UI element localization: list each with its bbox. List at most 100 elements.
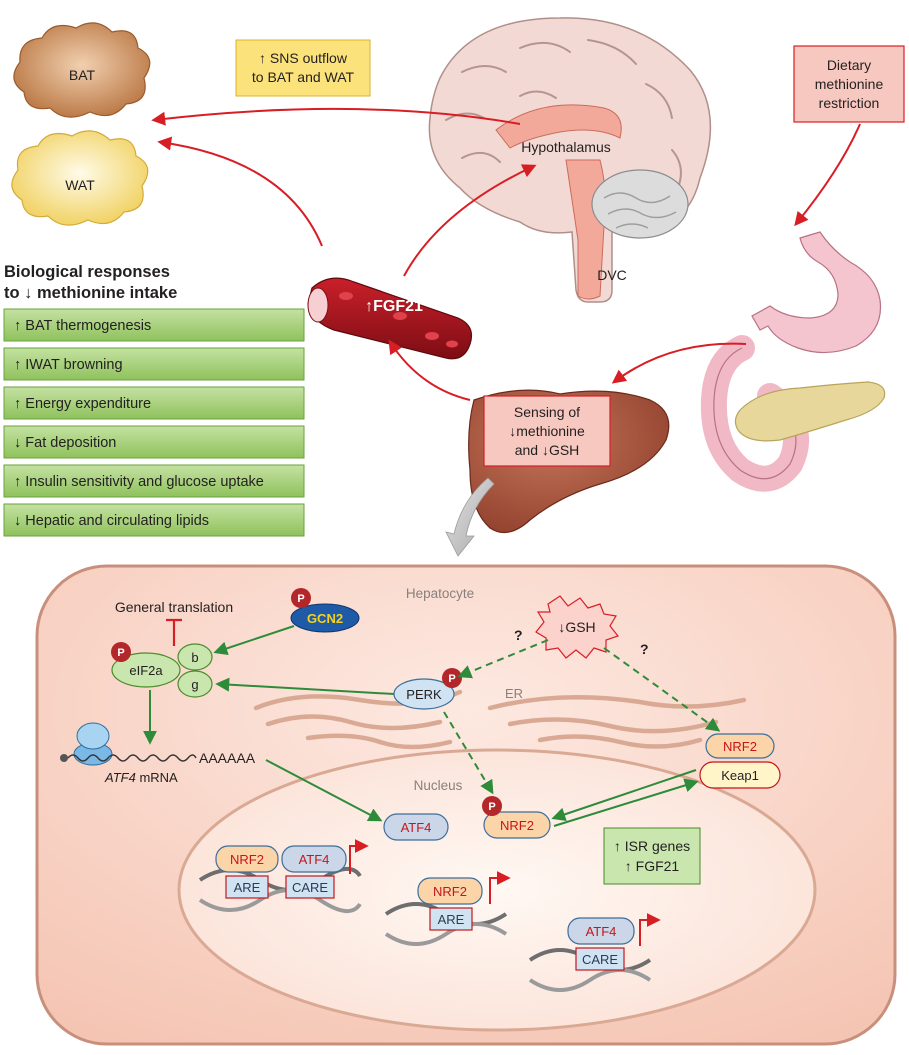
- nuclear-atf4: ATF4: [383, 813, 449, 841]
- responses-title-line-2: to ↓ methionine intake: [4, 284, 177, 302]
- response-item-label: ↓ Hepatic and circulating lipids: [14, 513, 209, 529]
- response-item-label: ↑ IWAT browning: [14, 357, 123, 373]
- nuclear-nrf2: NRF2 P: [482, 796, 551, 839]
- er-membrane: [253, 689, 747, 750]
- top-arrows: [151, 107, 861, 401]
- hepatocyte-panel: Hepatocyte ER Nucleus ↓GSH ? ? General t…: [35, 564, 897, 1046]
- responses-list: ↑ BAT thermogenesis ↑ IWAT browning ↑ Ener…: [3, 308, 305, 537]
- signaling-arrows: [143, 625, 721, 827]
- mrna-strand: [67, 754, 197, 762]
- atf4-mrna-label: ATF4 mRNA: [104, 770, 178, 785]
- arrow-gsh-to-perk: [457, 639, 549, 679]
- gsh-starburst: ↓GSH: [535, 595, 620, 659]
- hypothalamus-label: Hypothalamus: [521, 139, 611, 155]
- pancreas-illustration: [734, 381, 886, 442]
- sensing-line-3: and ↓GSH: [515, 442, 580, 458]
- arrow-nrf2-export: [553, 778, 699, 827]
- inhibition-bar: [166, 618, 182, 646]
- arrow-nrf2-import: [551, 769, 697, 822]
- nrf2-keap1-complex: NRF2 Keap1: [699, 733, 781, 789]
- eif2b-label: b: [191, 650, 198, 665]
- fgf21-label: ↑FGF21: [365, 298, 423, 315]
- isr-genes-box: ↑ ISR genes ↑ FGF21: [603, 827, 701, 885]
- arrow-perk-to-nrf2: [443, 711, 494, 795]
- stomach-illustration: [751, 231, 882, 354]
- atf4-mrna-suffix: mRNA: [136, 770, 178, 785]
- general-translation-label: General translation: [115, 599, 233, 615]
- keap1-label: Keap1: [721, 768, 759, 783]
- eif2a-phospho-label: P: [117, 647, 124, 659]
- gsh-label: ↓GSH: [558, 619, 595, 635]
- response-item: ↑ Energy expenditure: [3, 386, 305, 420]
- response-item-box: [3, 503, 305, 537]
- nucleus-label: Nucleus: [414, 778, 463, 793]
- response-item: ↓ Fat deposition: [3, 425, 305, 459]
- diet-line-1: Dietary: [827, 57, 871, 73]
- dna1-are-label: ARE: [234, 880, 261, 895]
- perk-kinase: PERK P: [393, 668, 462, 710]
- dna2-are-label: ARE: [438, 912, 465, 927]
- response-item: ↓ Hepatic and circulating lipids: [3, 503, 305, 537]
- blood-vessel: ↑FGF21: [307, 277, 473, 360]
- arrow-diet-to-stomach: [794, 123, 861, 227]
- response-item-box: [3, 347, 305, 381]
- arrow-perk-to-eif2: [215, 677, 395, 695]
- response-item-label: ↑ BAT thermogenesis: [14, 318, 151, 334]
- response-item-label: ↓ Fat deposition: [14, 435, 116, 451]
- bat-depot: BAT: [13, 22, 151, 118]
- responses-title-line-1: Biological responses: [4, 263, 170, 281]
- eif2g-label: g: [191, 677, 198, 692]
- arrow-mrna-to-atf4: [265, 759, 383, 822]
- isr-line-1: ↑ ISR genes: [614, 838, 690, 854]
- arrow-hypothalamus-to-bat: [151, 107, 521, 126]
- hepatocyte-label: Hepatocyte: [406, 586, 474, 601]
- gcn2-phospho-label: P: [297, 593, 304, 605]
- dna3-care-label: CARE: [582, 952, 618, 967]
- sensing-line-2: ↓methionine: [509, 423, 585, 439]
- atf4-mrna-gene: ATF4: [104, 770, 136, 785]
- response-item: ↑ Insulin sensitivity and glucose uptake: [3, 464, 305, 498]
- sensing-box: Sensing of ↓methionine and ↓GSH: [483, 395, 611, 467]
- dna-helix-combined: NRF2 ATF4 ARE CARE: [198, 839, 369, 913]
- nrf2-phospho-label: P: [488, 801, 495, 813]
- cyto-nrf2-label: NRF2: [723, 739, 757, 754]
- dna-helix-atf4: ATF4 CARE: [528, 913, 661, 992]
- gcn2-label: GCN2: [307, 611, 343, 626]
- responses-panel: Biological responses to ↓ methionine int…: [3, 263, 305, 537]
- eif2-complex: eIF2a b g P: [111, 642, 213, 698]
- response-item: ↑ IWAT browning: [3, 347, 305, 381]
- sensing-line-1: Sensing of: [514, 404, 580, 420]
- eif2a-label: eIF2a: [129, 663, 163, 678]
- response-item-box: [3, 386, 305, 420]
- dna2-nrf2-label: NRF2: [433, 884, 467, 899]
- response-item-box: [3, 308, 305, 342]
- arrow-vessel-to-hypothalamus: [403, 164, 537, 277]
- response-item-label: ↑ Insulin sensitivity and glucose uptake: [14, 474, 264, 490]
- arrow-gcn2-to-eif2: [213, 625, 295, 656]
- nucleus: [177, 748, 817, 1032]
- dna1-care-label: CARE: [292, 880, 328, 895]
- response-item-label: ↑ Energy expenditure: [14, 396, 151, 412]
- wat-label: WAT: [65, 177, 95, 193]
- er-label: ER: [505, 686, 523, 701]
- sns-outflow-box: ↑ SNS outflow to BAT and WAT: [235, 39, 371, 97]
- response-item-box: [3, 425, 305, 459]
- dna-helix-nrf2: NRF2 ARE: [384, 871, 511, 946]
- perk-label: PERK: [406, 687, 442, 702]
- dna1-nrf2-label: NRF2: [230, 852, 264, 867]
- nuclear-nrf2-label: NRF2: [500, 818, 534, 833]
- gcn2-kinase: GCN2 P: [290, 588, 360, 633]
- wat-depot: WAT: [11, 130, 149, 226]
- ribosome: [73, 722, 113, 766]
- dietary-restriction-box: Dietary methionine restriction: [793, 45, 905, 123]
- dna3-atf4-label: ATF4: [586, 924, 617, 939]
- zoom-arrow: [445, 477, 495, 557]
- nuclear-atf4-label: ATF4: [401, 820, 432, 835]
- question-mark-left: ?: [514, 627, 523, 643]
- question-mark-right: ?: [640, 641, 649, 657]
- dvc-label: DVC: [597, 267, 627, 283]
- perk-phospho-label: P: [448, 673, 455, 685]
- isr-line-2: ↑ FGF21: [625, 858, 680, 874]
